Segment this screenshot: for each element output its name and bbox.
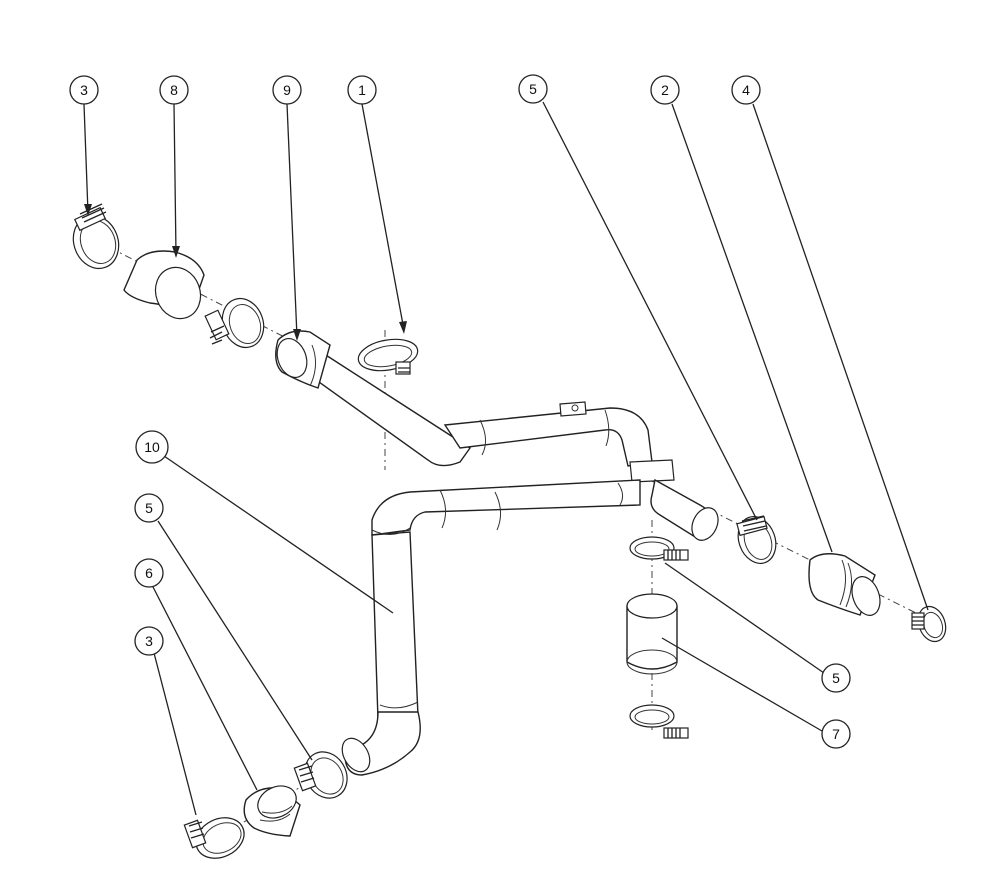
callout-6: 6 bbox=[134, 558, 164, 588]
clamp-4 bbox=[911, 605, 947, 643]
callout-4: 4 bbox=[731, 75, 761, 105]
callout-3-bottom: 3 bbox=[134, 626, 164, 656]
callout-5-left: 5 bbox=[134, 493, 164, 523]
callout-7: 7 bbox=[821, 719, 851, 749]
pipe-assembly bbox=[298, 343, 719, 776]
callout-9: 9 bbox=[272, 75, 302, 105]
callout-label: 3 bbox=[80, 82, 88, 98]
callout-1: 1 bbox=[347, 75, 377, 105]
clamp-5-right bbox=[629, 536, 689, 561]
hose-8 bbox=[123, 250, 205, 320]
callout-label: 5 bbox=[832, 670, 840, 686]
clamp-1 bbox=[357, 338, 419, 375]
callout-10: 10 bbox=[135, 430, 169, 464]
callout-label: 7 bbox=[832, 726, 840, 742]
callout-label: 2 bbox=[661, 82, 669, 98]
callout-label: 4 bbox=[742, 82, 750, 98]
callout-label: 8 bbox=[170, 82, 178, 98]
callout-label: 5 bbox=[145, 500, 153, 516]
clamp-3-bottom bbox=[183, 817, 245, 859]
coupler-6 bbox=[243, 785, 301, 837]
clamp-top-left bbox=[72, 203, 120, 270]
callout-label: 5 bbox=[529, 81, 537, 97]
callout-5-right: 5 bbox=[821, 663, 851, 693]
callout-label: 3 bbox=[145, 633, 153, 649]
callout-3-top: 3 bbox=[69, 75, 99, 105]
clamp-middle-left bbox=[204, 297, 265, 349]
clamp-5-bottom bbox=[293, 751, 348, 799]
coupler-2 bbox=[808, 553, 881, 616]
callout-label: 1 bbox=[358, 82, 366, 98]
callout-5-top: 5 bbox=[518, 74, 548, 104]
coupler-9 bbox=[275, 330, 331, 389]
clamp-bottom-right bbox=[629, 704, 689, 739]
callout-label: 9 bbox=[283, 82, 291, 98]
callout-label: 10 bbox=[144, 439, 160, 455]
hose-7 bbox=[626, 593, 678, 675]
callout-8: 8 bbox=[159, 75, 189, 105]
leader-lines bbox=[83, 101, 929, 816]
clamp-5-top bbox=[736, 515, 777, 564]
callout-label: 6 bbox=[145, 565, 153, 581]
callout-2: 2 bbox=[650, 75, 680, 105]
